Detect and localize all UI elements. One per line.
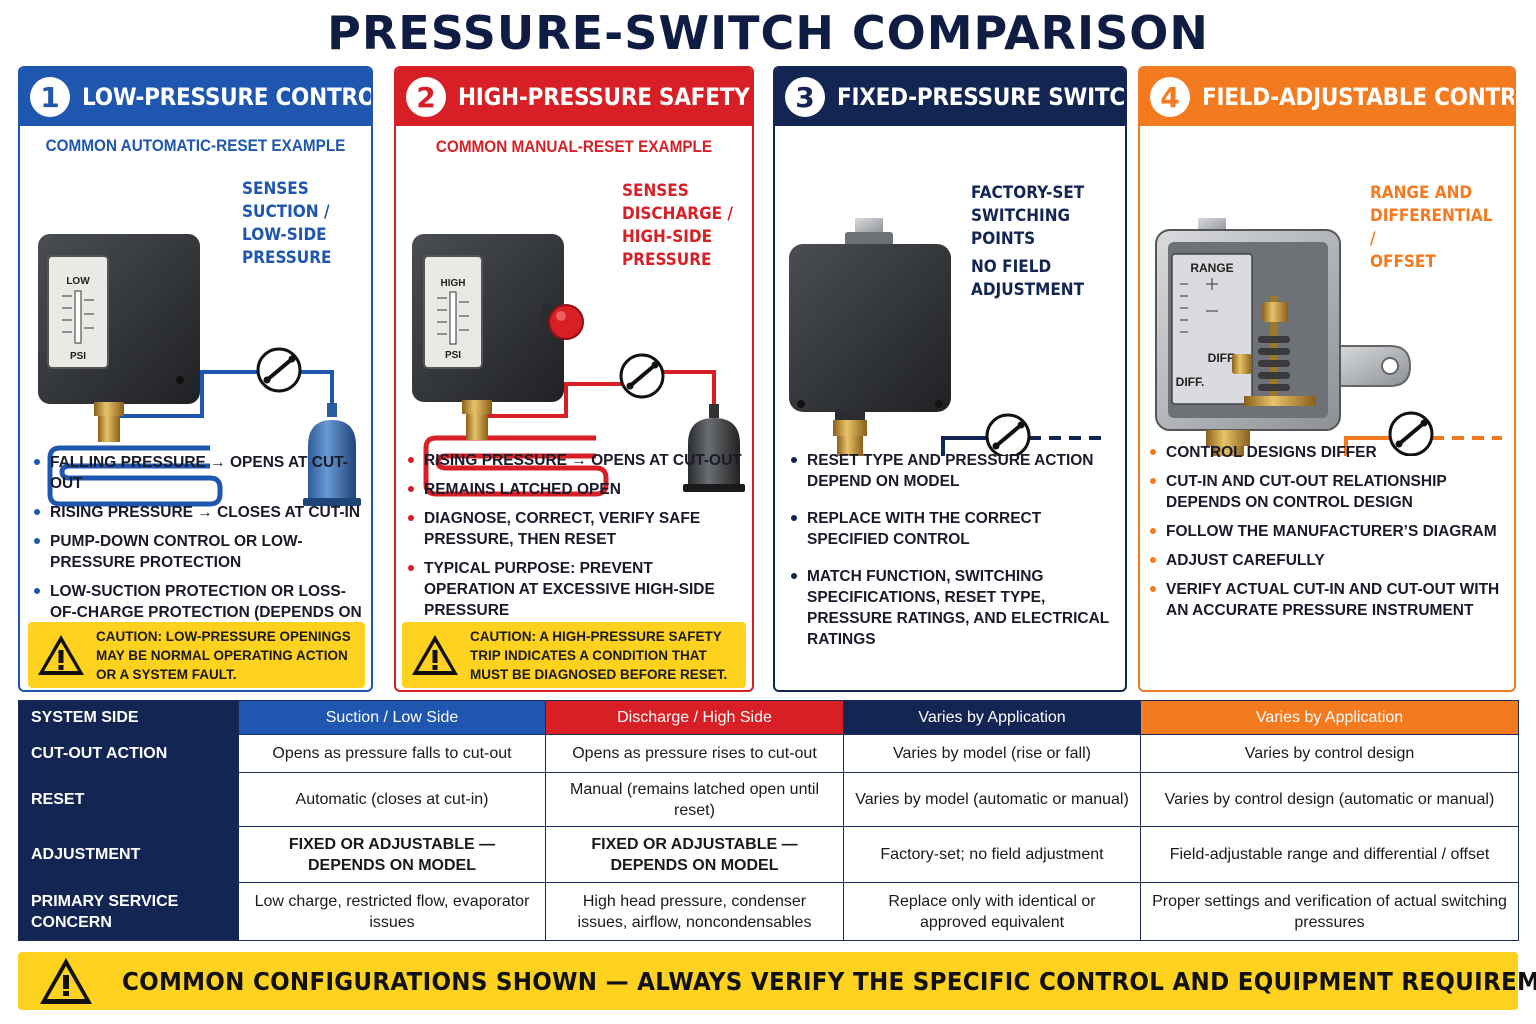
footer-warning-banner: COMMON CONFIGURATIONS SHOWN — ALWAYS VER… [18, 952, 1536, 1010]
list-item: TYPICAL PURPOSE: PREVENT OPERATION AT EX… [406, 558, 746, 621]
table-row: SYSTEM SIDE Suction / Low Side Discharge… [18, 700, 1519, 735]
table-row: CUT-OUT ACTION Opens as pressure falls t… [18, 734, 1519, 773]
panel-1-caution: CAUTION: LOW-PRESSURE OPENINGS MAY BE NO… [28, 622, 365, 688]
row-label: ADJUSTMENT [18, 826, 239, 883]
list-item: CUT-IN AND CUT-OUT RELATIONSHIP DEPENDS … [1148, 471, 1508, 513]
panel-3-number: 3 [785, 77, 825, 117]
panel-field-adjustable: 4 FIELD-ADJUSTABLE CONTROL RANGE DIFF. D… [1138, 66, 1516, 692]
svg-text:RANGE: RANGE [1190, 261, 1233, 275]
svg-text:DIFF.: DIFF. [1176, 375, 1205, 389]
table-cell: Automatic (closes at cut-in) [238, 772, 546, 827]
warning-icon [38, 635, 84, 675]
gauge-label: LOW [66, 276, 90, 287]
fixed-pressure-switch-illustration [789, 218, 1105, 456]
field-adjustable-switch-illustration: RANGE DIFF. DIFF. [1155, 218, 1502, 456]
panel-3-title: FIXED-PRESSURE SWITCH [837, 83, 1127, 111]
table-row: ADJUSTMENT FIXED OR ADJUSTABLE — DEPENDS… [18, 826, 1519, 883]
table-row: RESET Automatic (closes at cut-in) Manua… [18, 772, 1519, 827]
list-item: RESET TYPE AND PRESSURE ACTION DEPEND ON… [789, 450, 1119, 492]
list-item: FOLLOW THE MANUFACTURER’S DIAGRAM [1148, 521, 1508, 542]
row-label: PRIMARY SERVICE CONCERN [18, 882, 239, 941]
list-item: CONTROL DESIGNS DIFFER [1148, 442, 1508, 463]
low-pressure-switch-illustration: LOW PSI [38, 234, 361, 507]
table-cell: Suction / Low Side [238, 700, 546, 735]
table-cell: Field-adjustable range and differential … [1140, 826, 1519, 883]
panel-low-pressure: 1 LOW-PRESSURE CONTROL COMMON AUTOMATIC-… [18, 66, 373, 692]
table-cell: Varies by model (automatic or manual) [843, 772, 1141, 827]
comparison-table: SYSTEM SIDE Suction / Low Side Discharge… [18, 700, 1519, 941]
panel-4-bullets: CONTROL DESIGNS DIFFER CUT-IN AND CUT-OU… [1148, 442, 1508, 629]
list-item: PUMP-DOWN CONTROL OR LOW-PRESSURE PROTEC… [32, 531, 367, 573]
table-cell: Varies by Application [1140, 700, 1519, 735]
table-cell: Varies by Application [843, 700, 1141, 735]
table-cell: Varies by control design (automatic or m… [1140, 772, 1519, 827]
table-cell: Proper settings and verification of actu… [1140, 882, 1519, 941]
row-label: SYSTEM SIDE [18, 700, 239, 735]
svg-text:DIFF.: DIFF. [1208, 351, 1237, 365]
list-item: RISING PRESSURE → OPENS AT CUT-OUT [406, 450, 746, 471]
panel-1-header: 1 LOW-PRESSURE CONTROL [20, 68, 371, 126]
panel-1-title: LOW-PRESSURE CONTROL [82, 83, 373, 111]
table-cell: Factory-set; no field adjustment [843, 826, 1141, 883]
table-cell: FIXED OR ADJUSTABLE — DEPENDS ON MODEL [238, 826, 546, 883]
panel-2-title: HIGH-PRESSURE SAFETY [458, 83, 750, 111]
panel-2-bullets: RISING PRESSURE → OPENS AT CUT-OUT REMAI… [406, 450, 746, 629]
table-cell: Discharge / High Side [545, 700, 844, 735]
list-item: MATCH FUNCTION, SWITCHING SPECIFICATIONS… [789, 566, 1119, 650]
panel-2-number: 2 [406, 77, 446, 117]
table-cell: Replace only with identical or approved … [843, 882, 1141, 941]
panel-high-pressure: 2 HIGH-PRESSURE SAFETY COMMON MANUAL-RES… [394, 66, 754, 692]
table-cell: High head pressure, condenser issues, ai… [545, 882, 844, 941]
list-item: REPLACE WITH THE CORRECT SPECIFIED CONTR… [789, 508, 1119, 550]
list-item: RISING PRESSURE → CLOSES AT CUT-IN [32, 502, 367, 523]
list-item: LOW-SUCTION PROTECTION OR LOSS-OF-CHARGE… [32, 581, 367, 644]
panel-2-header: 2 HIGH-PRESSURE SAFETY [396, 68, 752, 126]
panel-1-subhead: COMMON AUTOMATIC-RESET EXAMPLE [45, 136, 346, 155]
list-item: DIAGNOSE, CORRECT, VERIFY SAFE PRESSURE,… [406, 508, 746, 550]
table-cell: Manual (remains latched open until reset… [545, 772, 844, 827]
svg-text:HIGH: HIGH [441, 278, 466, 289]
table-cell: Low charge, restricted flow, evaporator … [238, 882, 546, 941]
warning-icon [412, 635, 458, 675]
list-item: FALLING PRESSURE → OPENS AT CUT-OUT [32, 452, 367, 494]
table-cell: Opens as pressure rises to cut-out [545, 734, 844, 773]
svg-text:PSI: PSI [70, 351, 86, 362]
page-title: PRESSURE-SWITCH COMPARISON [327, 6, 1209, 60]
panel-4-header: 4 FIELD-ADJUSTABLE CONTROL [1140, 68, 1514, 126]
table-cell: Varies by control design [1140, 734, 1519, 773]
panel-1-bullets: FALLING PRESSURE → OPENS AT CUT-OUT RISI… [32, 452, 367, 652]
table-cell: Opens as pressure falls to cut-out [238, 734, 546, 773]
panel-2-caution: CAUTION: A HIGH-PRESSURE SAFETY TRIP IND… [402, 622, 746, 688]
panel-4-number: 4 [1150, 77, 1190, 117]
panel-3-bullets: RESET TYPE AND PRESSURE ACTION DEPEND ON… [789, 450, 1119, 658]
list-item: VERIFY ACTUAL CUT-IN AND CUT-OUT WITH AN… [1148, 579, 1508, 621]
evaporator-coil-icon [47, 445, 223, 507]
high-pressure-switch-illustration: HIGH PSI [412, 234, 745, 497]
footer-text: COMMON CONFIGURATIONS SHOWN — ALWAYS VER… [122, 966, 1536, 996]
condenser-coil-icon [423, 435, 609, 497]
row-label: RESET [18, 772, 239, 827]
table-row: PRIMARY SERVICE CONCERN Low charge, rest… [18, 882, 1519, 941]
warning-icon [40, 958, 92, 1004]
list-item: REMAINS LATCHED OPEN [406, 479, 746, 500]
table-cell: Varies by model (rise or fall) [843, 734, 1141, 773]
panel-2-subhead: COMMON MANUAL-RESET EXAMPLE [435, 137, 713, 156]
panel-1-number: 1 [30, 77, 70, 117]
panel-3-header: 3 FIXED-PRESSURE SWITCH [775, 68, 1125, 126]
row-label: CUT-OUT ACTION [18, 734, 239, 773]
table-cell: FIXED OR ADJUSTABLE — DEPENDS ON MODEL [545, 826, 844, 883]
list-item: ADJUST CAREFULLY [1148, 550, 1508, 571]
svg-text:PSI: PSI [445, 350, 461, 361]
panel-4-title: FIELD-ADJUSTABLE CONTROL [1202, 83, 1516, 111]
